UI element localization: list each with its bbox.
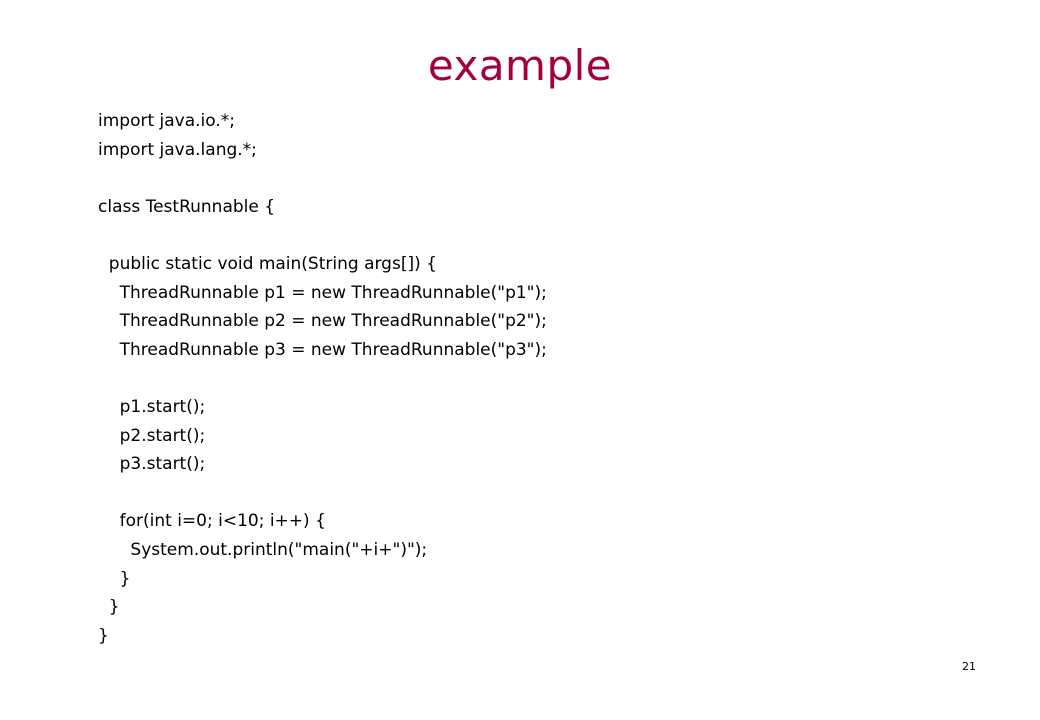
code-line: } xyxy=(98,568,131,589)
code-line: p2.start(); xyxy=(98,425,206,446)
code-line: for(int i=0; i<10; i++) { xyxy=(98,511,326,532)
code-line xyxy=(98,364,958,393)
code-line: ThreadRunnable p2 = new ThreadRunnable("… xyxy=(98,311,547,332)
code-line: } xyxy=(98,597,120,618)
code-line xyxy=(98,221,958,250)
code-block: import java.io.*; import java.lang.*; cl… xyxy=(98,107,958,650)
code-line: import java.io.*; xyxy=(98,111,236,131)
code-line: System.out.println("main("+i+")"); xyxy=(98,539,428,560)
code-line xyxy=(98,164,958,193)
code-line: p1.start(); xyxy=(98,396,206,417)
page-number: 21 xyxy=(962,660,976,673)
code-line: } xyxy=(98,625,109,646)
code-line: p3.start(); xyxy=(98,454,206,475)
code-line: import java.lang.*; xyxy=(98,139,257,160)
code-line: public static void main(String args[]) { xyxy=(98,253,437,274)
slide-title: example xyxy=(427,41,613,90)
code-line xyxy=(98,479,958,508)
code-line: ThreadRunnable p3 = new ThreadRunnable("… xyxy=(98,339,547,360)
code-line: ThreadRunnable p1 = new ThreadRunnable("… xyxy=(98,282,547,303)
code-line: class TestRunnable { xyxy=(98,196,276,217)
